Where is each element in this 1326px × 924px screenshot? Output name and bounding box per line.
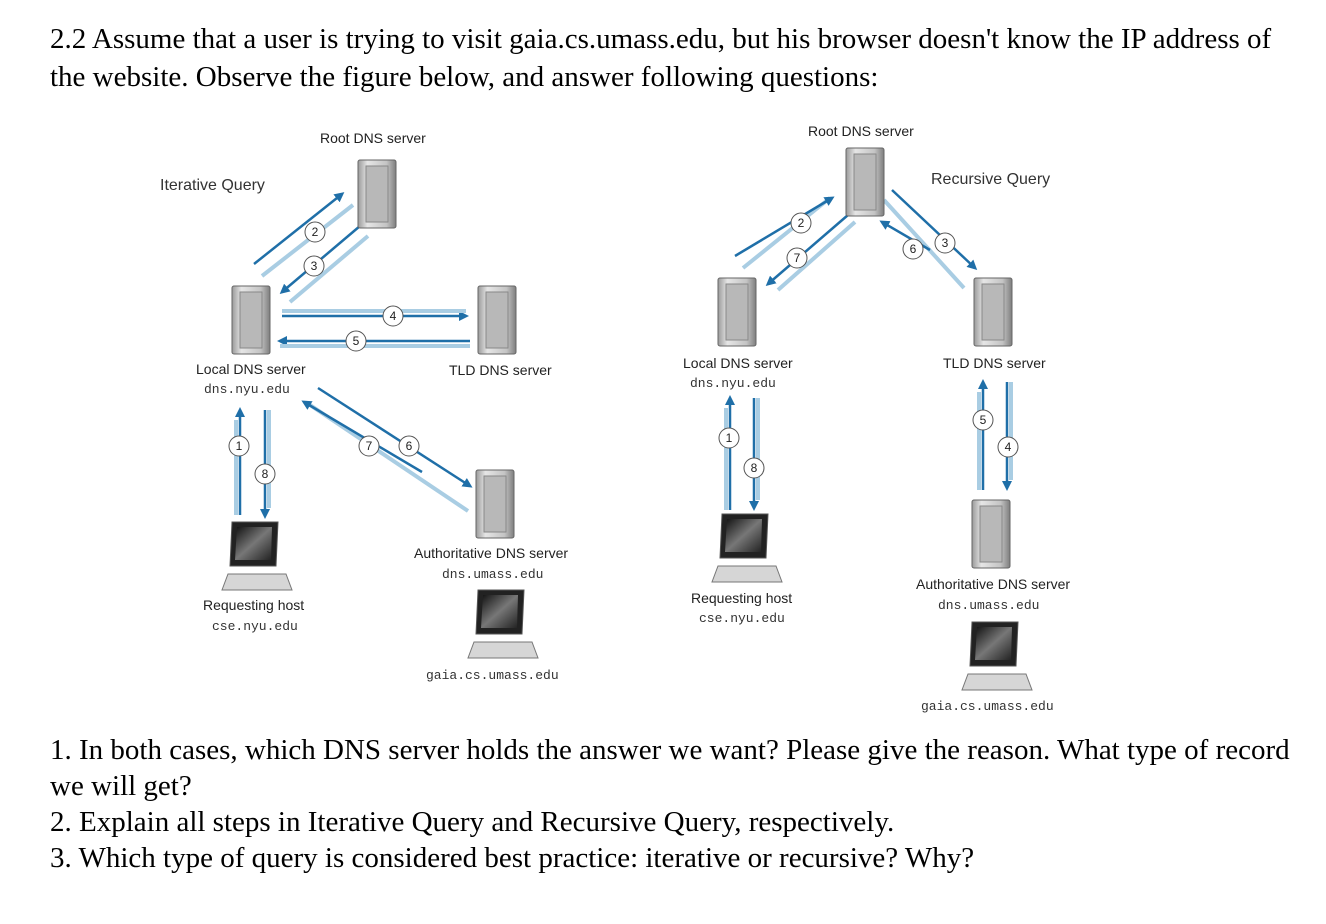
desktop-computer-icon — [221, 521, 293, 591]
server-tower-icon — [477, 285, 517, 355]
iterative-tld-label: TLD DNS server — [449, 362, 552, 378]
question-1: 1. In both cases, which DNS server holds… — [50, 734, 1290, 802]
step-2-label: 2 — [798, 216, 805, 230]
step-5-label: 5 — [353, 334, 360, 348]
step-4-label: 4 — [1005, 440, 1012, 454]
recursive-target-host: gaia.cs.umass.edu — [921, 699, 1054, 714]
iterative-auth-host: dns.umass.edu — [442, 567, 543, 582]
step-4-label: 4 — [390, 309, 397, 323]
server-tower-icon — [475, 469, 515, 539]
arrow-step-7-light — [776, 220, 857, 292]
arrow-step-2-light — [741, 196, 832, 270]
iterative-title: Iterative Query — [160, 177, 265, 194]
server-tower-icon — [717, 277, 757, 347]
question-3: 3. Which type of query is considered bes… — [50, 842, 975, 874]
server-tower-icon — [231, 285, 271, 355]
server-tower-icon — [971, 499, 1011, 569]
step-3-label: 3 — [942, 236, 949, 250]
step-8-label: 8 — [262, 467, 269, 481]
iterative-local-label: Local DNS server — [196, 361, 306, 377]
arrow-step-2 — [734, 196, 835, 258]
step-7-label: 7 — [366, 439, 373, 453]
recursive-title: Recursive Query — [931, 171, 1050, 188]
iterative-auth-label: Authoritative DNS server — [414, 545, 568, 561]
recursive-root-label: Root DNS server — [808, 123, 914, 139]
iterative-req-host: cse.nyu.edu — [212, 619, 298, 634]
step-8-label: 8 — [751, 461, 758, 475]
intro-text: 2.2 Assume that a user is trying to visi… — [50, 23, 1272, 93]
step-6-label: 6 — [910, 242, 917, 256]
arrow-step-6-light — [882, 198, 966, 290]
recursive-panel: Recursive Query 2 7 6 3 — [683, 123, 1070, 714]
arrow-step-3 — [891, 189, 978, 271]
iterative-local-host: dns.nyu.edu — [204, 382, 290, 397]
step-5-label: 5 — [980, 413, 987, 427]
desktop-computer-icon — [711, 513, 783, 583]
recursive-req-label: Requesting host — [691, 590, 792, 606]
recursive-tld-label: TLD DNS server — [943, 355, 1046, 371]
recursive-step-circles: 2 7 6 3 5 4 1 8 — [718, 212, 1019, 479]
iterative-panel: Iterative Query 2 3 4 — [160, 130, 568, 683]
iterative-step-circles: 2 3 4 5 6 7 1 8 — [228, 221, 420, 485]
arrow-step-7 — [301, 400, 423, 474]
server-tower-icon — [357, 159, 397, 229]
recursive-local-host: dns.nyu.edu — [690, 376, 776, 391]
arrow-step-6 — [317, 386, 473, 488]
arrow-step-2 — [260, 203, 355, 278]
step-1-label: 1 — [236, 439, 243, 453]
arrow-step-7-light — [308, 403, 470, 513]
recursive-auth-label: Authoritative DNS server — [916, 576, 1070, 592]
step-3-label: 3 — [311, 259, 318, 273]
step-7-label: 7 — [794, 251, 801, 265]
server-tower-icon — [973, 277, 1013, 347]
recursive-auth-host: dns.umass.edu — [938, 598, 1039, 613]
iterative-target-host: gaia.cs.umass.edu — [426, 668, 559, 683]
questions-list: 1. In both cases, which DNS server holds… — [50, 732, 1300, 876]
desktop-computer-icon — [467, 589, 539, 659]
recursive-req-host: cse.nyu.edu — [699, 611, 785, 626]
recursive-arrows — [724, 189, 1013, 511]
arrow-step-7 — [765, 214, 849, 286]
server-tower-icon — [845, 147, 885, 217]
iterative-req-label: Requesting host — [203, 597, 304, 613]
recursive-local-label: Local DNS server — [683, 355, 793, 371]
iterative-root-label: Root DNS server — [320, 130, 426, 146]
arrow-step-2-dark — [253, 192, 345, 265]
step-2-label: 2 — [312, 225, 319, 239]
step-1-label: 1 — [726, 431, 733, 445]
question-2: 2. Explain all steps in Iterative Query … — [50, 806, 895, 838]
arrow-step-3-light — [288, 234, 370, 304]
step-6-label: 6 — [406, 439, 413, 453]
desktop-computer-icon — [961, 621, 1033, 691]
